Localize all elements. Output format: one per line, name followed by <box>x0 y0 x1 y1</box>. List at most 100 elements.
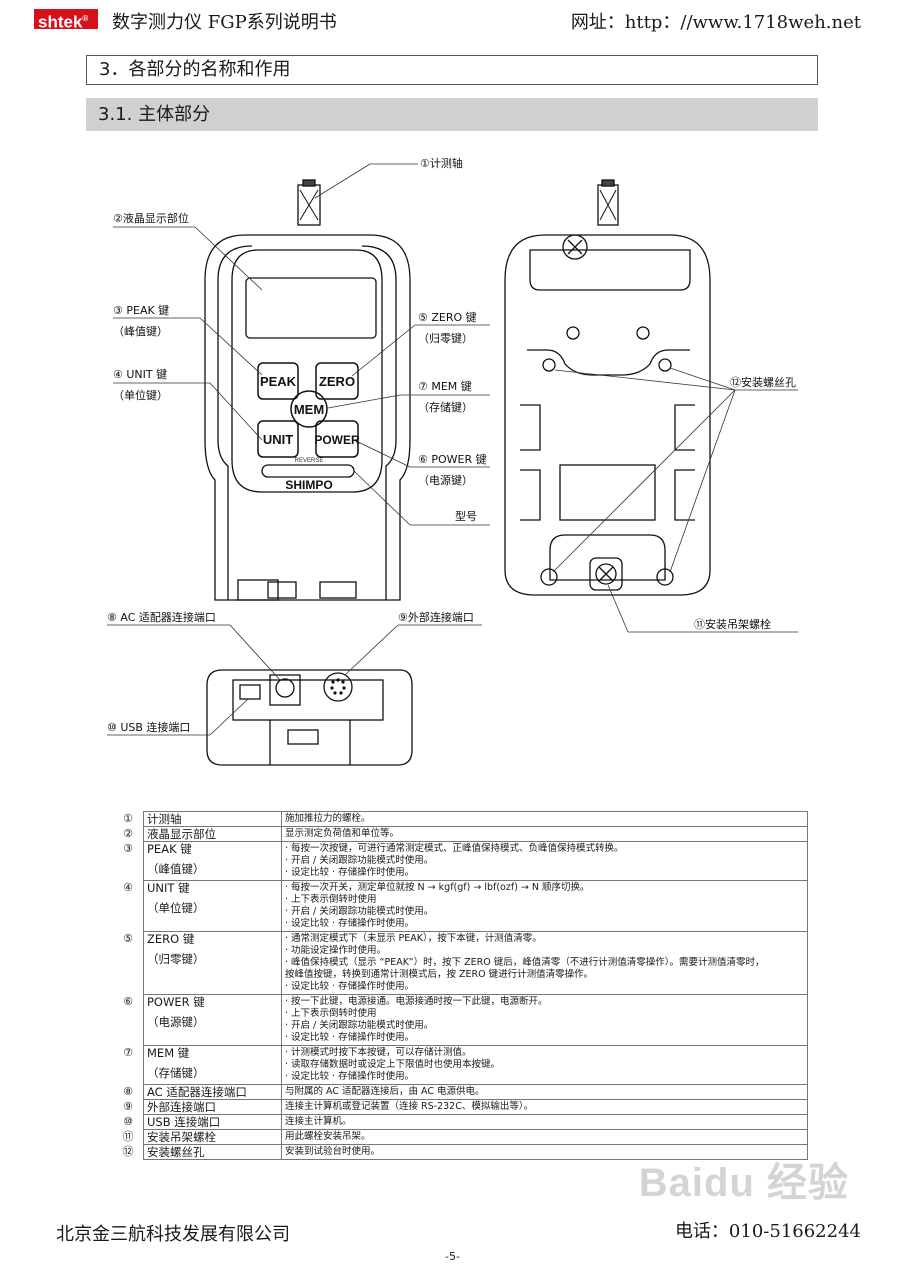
row-number: ⑧ <box>123 1084 133 1098</box>
table-row: ⑥ POWER 键（电源键）· 按一下此键，电源接通。电源接通时按一下此键，电源断… <box>113 994 808 1046</box>
ac-adapter-port <box>269 674 301 706</box>
row-number: ① <box>123 811 133 825</box>
document-title: 数字测力仪 FGP系列说明书 <box>112 12 337 33</box>
part-name-cell: 液晶显示部位 <box>143 826 282 842</box>
row-number: ⑪ <box>122 1129 134 1143</box>
description-line: · 设定比较 · 存储操作时使用。 <box>285 867 415 878</box>
brand-logo: shtek® <box>34 9 98 32</box>
description-line: · 上下表示倒转时使用 <box>285 1008 377 1019</box>
hanger-bolt <box>589 557 623 591</box>
bottom-view <box>206 669 413 766</box>
parts-table: ① 计测轴 施加推拉力的螺栓。 ② 液晶显示部位显示测定负荷值和单位等。 ③ PEAK 键 （… <box>113 811 808 1160</box>
label-hanger-bolt: ⑪安装吊架螺栓 <box>694 617 771 631</box>
part-name: （单位键） <box>147 901 205 915</box>
description-line: · 设定比较 · 存储操作时使用。 <box>285 981 415 992</box>
label-external-port: ⑨外部连接端口 <box>398 610 474 624</box>
part-name: MEM 键 <box>147 1046 190 1060</box>
description-line: 用此螺栓安装吊架。 <box>285 1131 371 1142</box>
part-description-cell: · 每按一次开关，测定单位就按 N → kgf(gf) → lbf(ozf) →… <box>281 880 808 932</box>
section-heading: 3．各部分的名称和作用 <box>86 55 818 85</box>
part-name: 安装螺丝孔 <box>147 1145 205 1159</box>
part-name-cell: AC 适配器连接端口 <box>143 1084 282 1100</box>
part-name: 外部连接端口 <box>147 1100 216 1114</box>
description-line: 施加推拉力的螺栓。 <box>285 813 371 824</box>
description-line: 按峰值按键，转换到通常计测模式后，按 ZERO 键进行计测值清零操作。 <box>285 969 594 980</box>
label-measuring-shaft: ①计测轴 <box>420 156 463 170</box>
part-name: POWER 键 <box>147 995 205 1009</box>
part-name-cell: 安装螺丝孔 <box>143 1144 282 1160</box>
description-line: · 功能设定操作时使用。 <box>285 945 387 956</box>
label-unit-key-cn: （单位键） <box>113 388 168 402</box>
part-description-cell: · 按一下此键，电源接通。电源接通时按一下此键，电源断开。· 上下表示倒转时使用… <box>281 994 808 1046</box>
part-name-cell: 外部连接端口 <box>143 1099 282 1115</box>
subsection-heading: 3.1. 主体部分 <box>86 98 818 131</box>
row-number: ④ <box>123 880 133 894</box>
description-line: · 设定比较 · 存储操作时使用。 <box>285 918 415 929</box>
part-description-cell: · 通常测定模式下（未显示 PEAK），按下本键，计测值清零。· 功能设定操作时… <box>281 931 808 995</box>
row-number: ⑩ <box>123 1114 133 1128</box>
description-line: · 上下表示倒转时使用 <box>285 894 377 905</box>
front-body <box>204 234 411 601</box>
table-row: ② 液晶显示部位显示测定负荷值和单位等。 <box>113 826 808 842</box>
description-line: · 设定比较 · 存储操作时使用。 <box>285 1071 415 1082</box>
label-unit-key: ④ UNIT 键 <box>113 367 167 381</box>
description-line: · 读取存储数据时或设定上下限值时也使用本按键。 <box>285 1059 501 1070</box>
usb-port <box>239 684 261 700</box>
peak-key-label: PEAK <box>260 374 297 389</box>
part-description-cell: 用此螺栓安装吊架。 <box>281 1129 808 1145</box>
row-number: ⑥ <box>123 994 133 1008</box>
part-description-cell: · 计测模式时按下本按键，可以存储计测值。· 读取存储数据时或设定上下限值时也使… <box>281 1045 808 1085</box>
reverse-label: REVERSE <box>295 458 324 464</box>
description-line: 显示测定负荷值和单位等。 <box>285 828 400 839</box>
unit-key <box>257 420 299 458</box>
description-line: 连接主计算机或登记装置（连接 RS-232C、模拟输出等）。 <box>285 1101 534 1112</box>
part-name: UNIT 键 <box>147 881 190 895</box>
label-peak-key-cn: （峰值键） <box>113 324 168 338</box>
part-name-cell: MEM 键（存储键） <box>143 1045 282 1085</box>
table-row: ⑨ 外部连接端口 连接主计算机或登记装置（连接 RS-232C、模拟输出等）。 <box>113 1099 808 1115</box>
table-row: ⑦ MEM 键（存储键）· 计测模式时按下本按键，可以存储计测值。· 读取存储数据… <box>113 1045 808 1085</box>
label-mem-key-cn: （存储键） <box>418 400 473 414</box>
front-panel <box>231 249 383 493</box>
label-usb-port: ⑩ USB 连接端口 <box>107 721 190 734</box>
part-name-cell: POWER 键（电源键） <box>143 994 282 1046</box>
hanger-bolt-top <box>562 234 588 260</box>
label-zero-key: ⑤ ZERO 键 <box>418 310 477 324</box>
row-number: ③ <box>123 841 133 855</box>
description-line: 安装到试验台时使用。 <box>285 1146 381 1157</box>
part-name: （峰值键） <box>147 862 205 876</box>
zero-key <box>315 362 359 400</box>
unit-key-label: UNIT <box>263 432 293 447</box>
power-key <box>315 420 359 458</box>
part-name: （归零键） <box>147 952 205 966</box>
part-name: AC 适配器连接端口 <box>147 1085 247 1099</box>
label-lcd: ②液晶显示部位 <box>113 211 189 225</box>
label-mount-holes: ⑫安装螺丝孔 <box>730 375 796 389</box>
row-number: ② <box>123 826 133 840</box>
description-line: · 开启 / 关闭跟踪功能模式时使用。 <box>285 1020 434 1031</box>
description-line: 与附属的 AC 适配器连接后，由 AC 电源供电。 <box>285 1086 485 1097</box>
row-number: ⑨ <box>123 1099 133 1113</box>
power-key-label: POWER <box>314 433 360 447</box>
external-port <box>323 672 353 702</box>
part-name: 计测轴 <box>147 812 182 826</box>
part-description-cell: 安装到试验台时使用。 <box>281 1144 808 1160</box>
description-line: · 计测模式时按下本按键，可以存储计测值。 <box>285 1047 472 1058</box>
row-number: ⑦ <box>123 1045 133 1059</box>
back-body <box>504 234 711 596</box>
description-line: · 按一下此键，电源接通。电源接通时按一下此键，电源断开。 <box>285 996 548 1007</box>
lcd-display <box>245 277 377 339</box>
page-number: -5- <box>445 1250 460 1263</box>
label-power-key: ⑥ POWER 键 <box>418 452 487 466</box>
part-name-cell: ZERO 键（归零键） <box>143 931 282 995</box>
part-name: PEAK 键 <box>147 842 192 856</box>
part-description-cell: · 每按一次按键，可进行通常测定模式、正峰值保持模式、负峰值保持模式转换。· 开… <box>281 841 808 881</box>
peak-key <box>257 362 299 400</box>
description-line: 连接主计算机。 <box>285 1116 352 1127</box>
description-line: · 开启 / 关闭跟踪功能模式时使用。 <box>285 855 434 866</box>
part-description-cell: 连接主计算机。 <box>281 1114 808 1130</box>
